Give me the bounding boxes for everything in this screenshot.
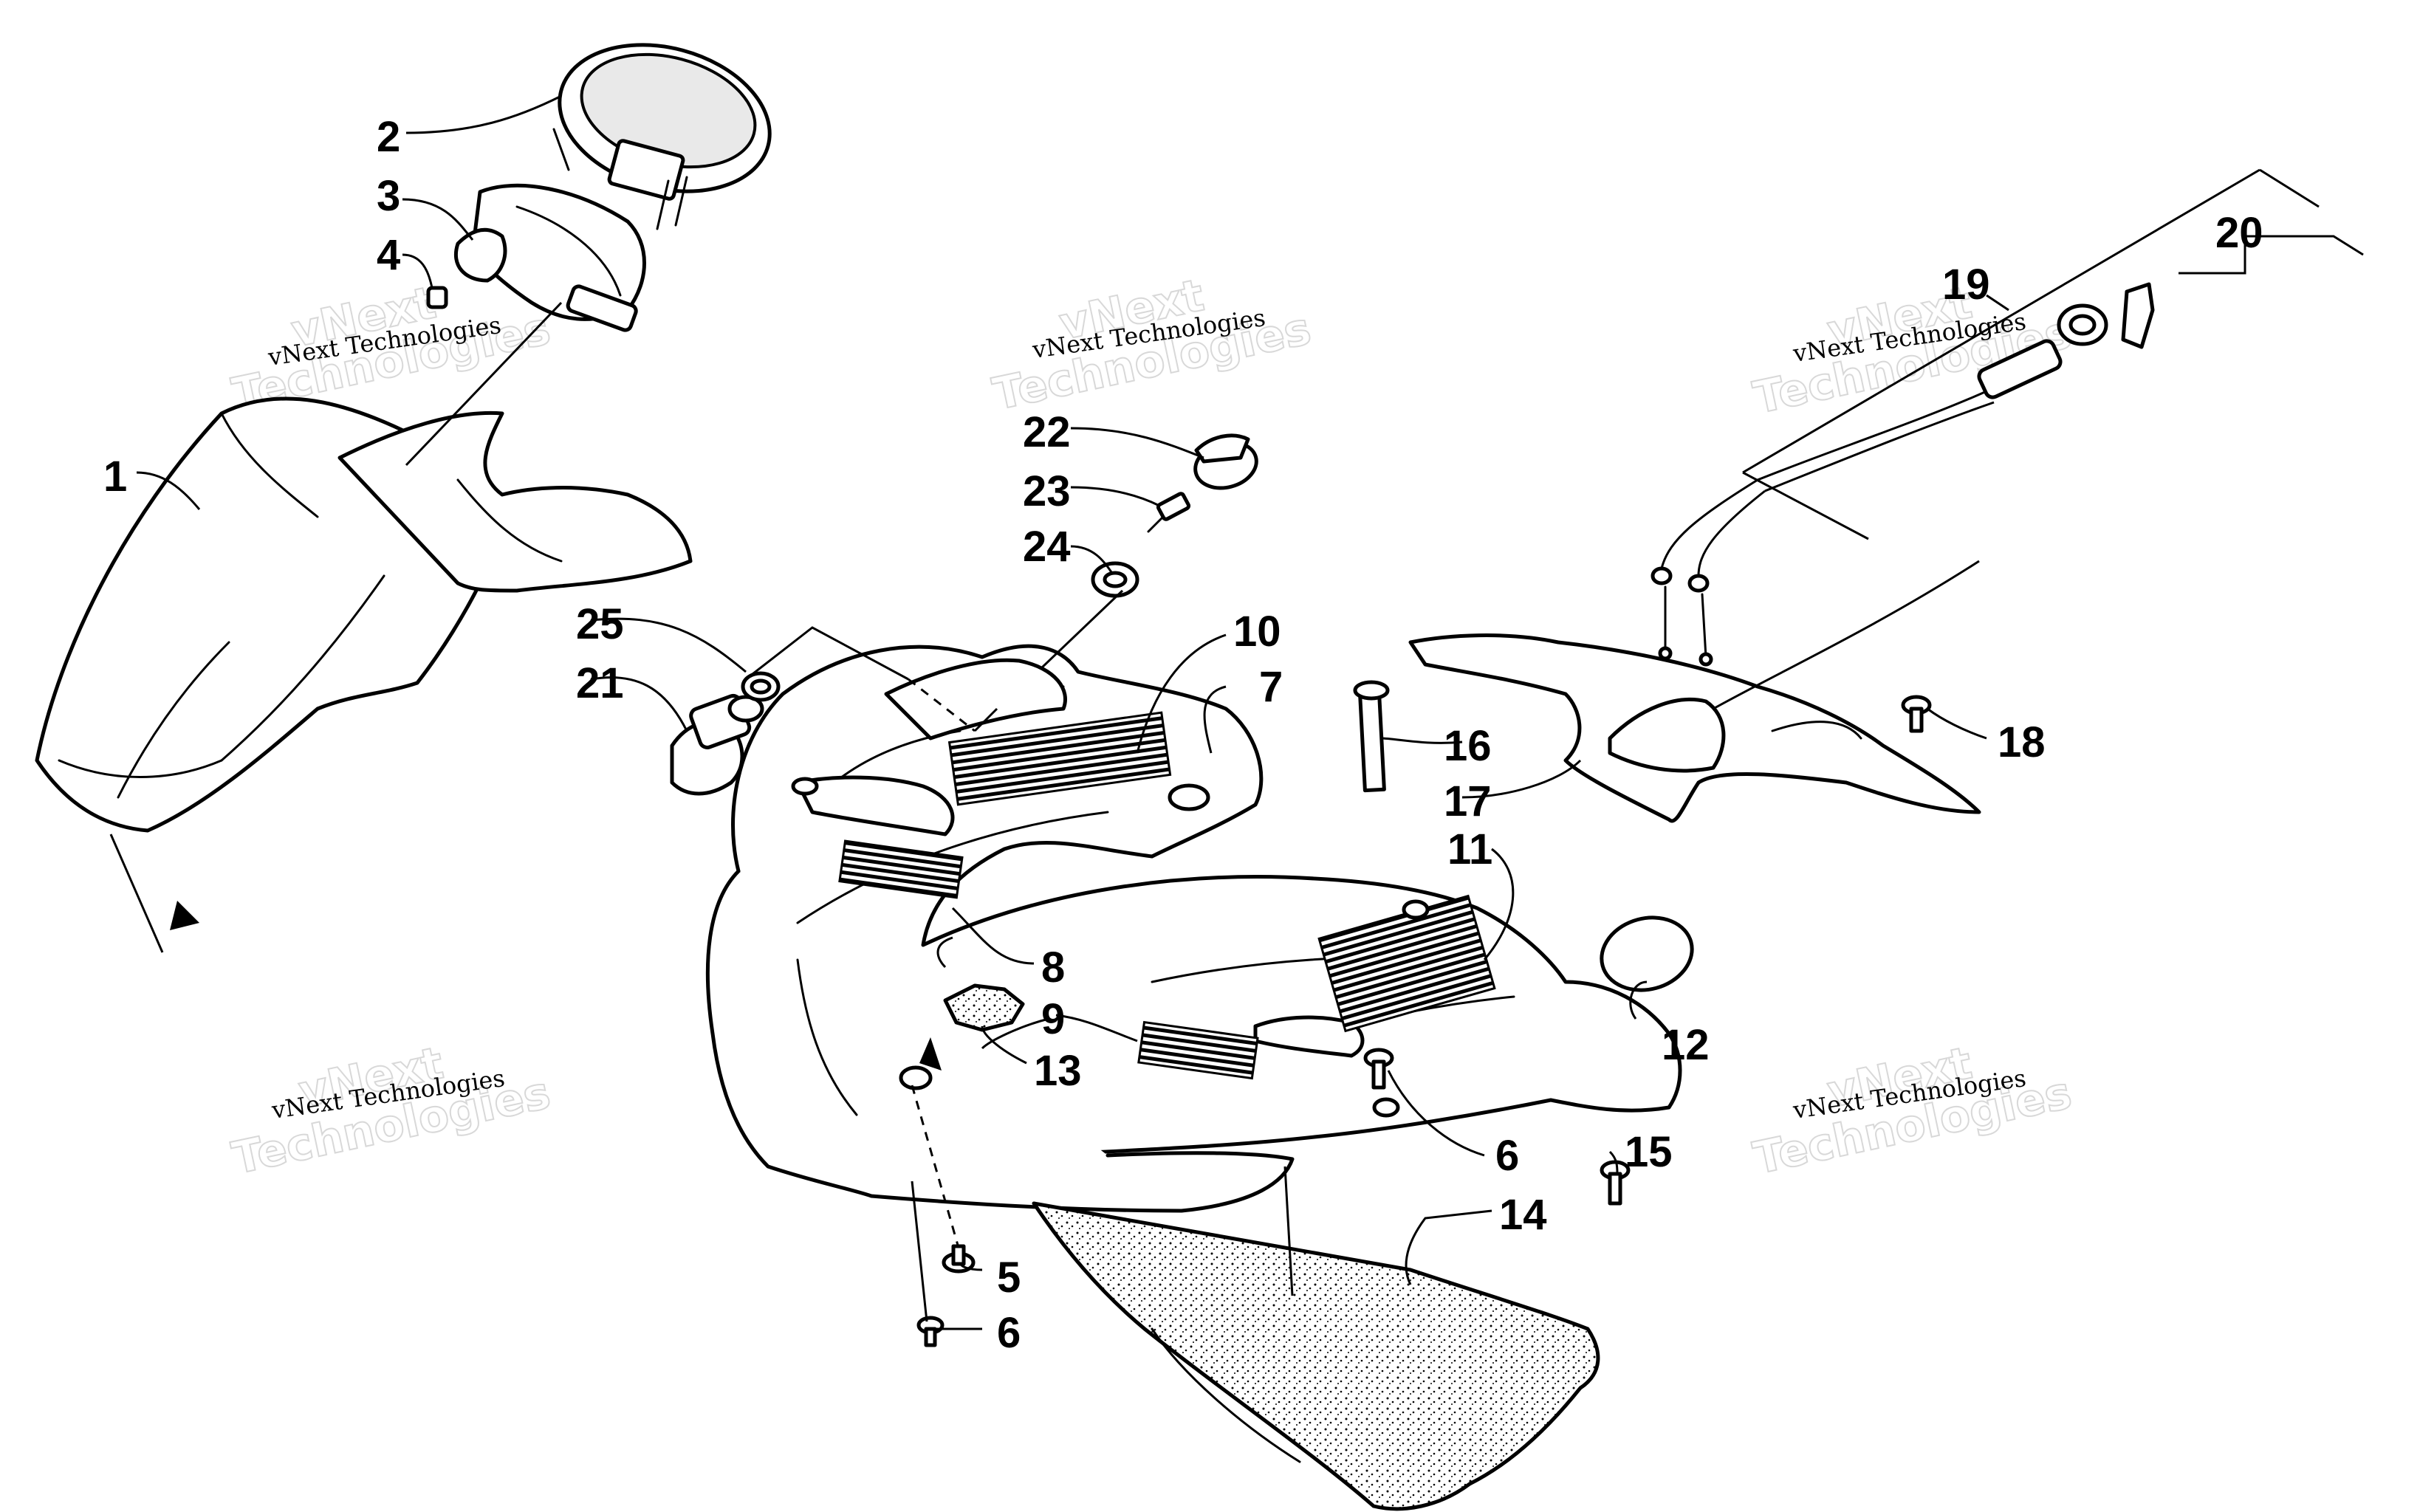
part-6-screw-bottom [916, 1316, 945, 1347]
direction-arrow-icon [919, 1037, 942, 1071]
callout-23: 23 [1023, 467, 1071, 515]
callout-6: 6 [1495, 1132, 1519, 1180]
direction-arrow-icon [170, 901, 199, 930]
watermark-top-center: vNext Technologies vNext Technologies [988, 269, 1317, 422]
callout-3: 3 [377, 172, 400, 220]
part-10-mat [947, 711, 1172, 806]
callout-labels: 1 2 3 4 5 6 6 7 8 9 10 11 12 13 14 15 16… [103, 113, 2263, 1357]
part-4-grommet [426, 286, 448, 309]
callout-12: 12 [1662, 1021, 1710, 1069]
leader-lines [136, 94, 2364, 1330]
callout-22: 22 [1023, 408, 1071, 456]
callout-15: 15 [1625, 1128, 1673, 1176]
part-12-disc [1600, 915, 1694, 992]
callout-6-lower: 6 [997, 1309, 1021, 1357]
part-9-decal [1137, 1020, 1259, 1080]
callout-24: 24 [1023, 523, 1071, 571]
callout-21: 21 [576, 659, 624, 707]
callout-4: 4 [377, 231, 400, 279]
callout-11: 11 [1447, 825, 1492, 873]
part-13-patch [943, 983, 1025, 1032]
callout-8: 8 [1041, 944, 1065, 992]
part-20-cap [2057, 282, 2155, 349]
callout-19: 19 [1942, 261, 1990, 309]
callout-14: 14 [1499, 1191, 1547, 1239]
part-16-bolt [1353, 680, 1390, 793]
part-22-ignition [1193, 433, 1258, 490]
part-17-side-panel [1408, 633, 1981, 823]
callout-13: 13 [1034, 1047, 1082, 1095]
part-23-key [1147, 492, 1191, 533]
part-19-cable [1651, 339, 2063, 667]
part-7-console [705, 644, 1682, 1213]
callout-5: 5 [997, 1254, 1021, 1302]
callout-17: 17 [1444, 777, 1492, 825]
watermark-bottom-left: vNext Technologies vNext Technologies [227, 1037, 556, 1186]
part-1-windshield [35, 396, 693, 953]
part-18-screw [1901, 695, 1932, 733]
callout-10: 10 [1233, 608, 1281, 656]
part-8-decal [838, 839, 964, 899]
part-24-grommet [1091, 561, 1139, 598]
callout-20: 20 [2215, 209, 2263, 257]
part-25-oring [741, 671, 781, 702]
callout-16: 16 [1444, 722, 1492, 770]
part-14-foam-pad [1032, 1201, 1600, 1511]
callout-9: 9 [1041, 995, 1065, 1043]
part-11-mat [1317, 894, 1496, 1033]
callout-25: 25 [576, 600, 624, 648]
part-5-rivet [942, 1244, 976, 1274]
callout-2: 2 [377, 113, 400, 161]
callout-1: 1 [103, 453, 127, 501]
part-2-gauge [552, 43, 772, 230]
part-21-switch [670, 693, 764, 796]
part-3-bracket [453, 183, 646, 332]
callout-7: 7 [1259, 663, 1283, 711]
part-6-screw-right [1363, 1048, 1394, 1090]
callout-18: 18 [1998, 718, 2046, 766]
watermark-bottom-right: vNext Technologies vNext Technologies [1749, 1037, 2077, 1186]
